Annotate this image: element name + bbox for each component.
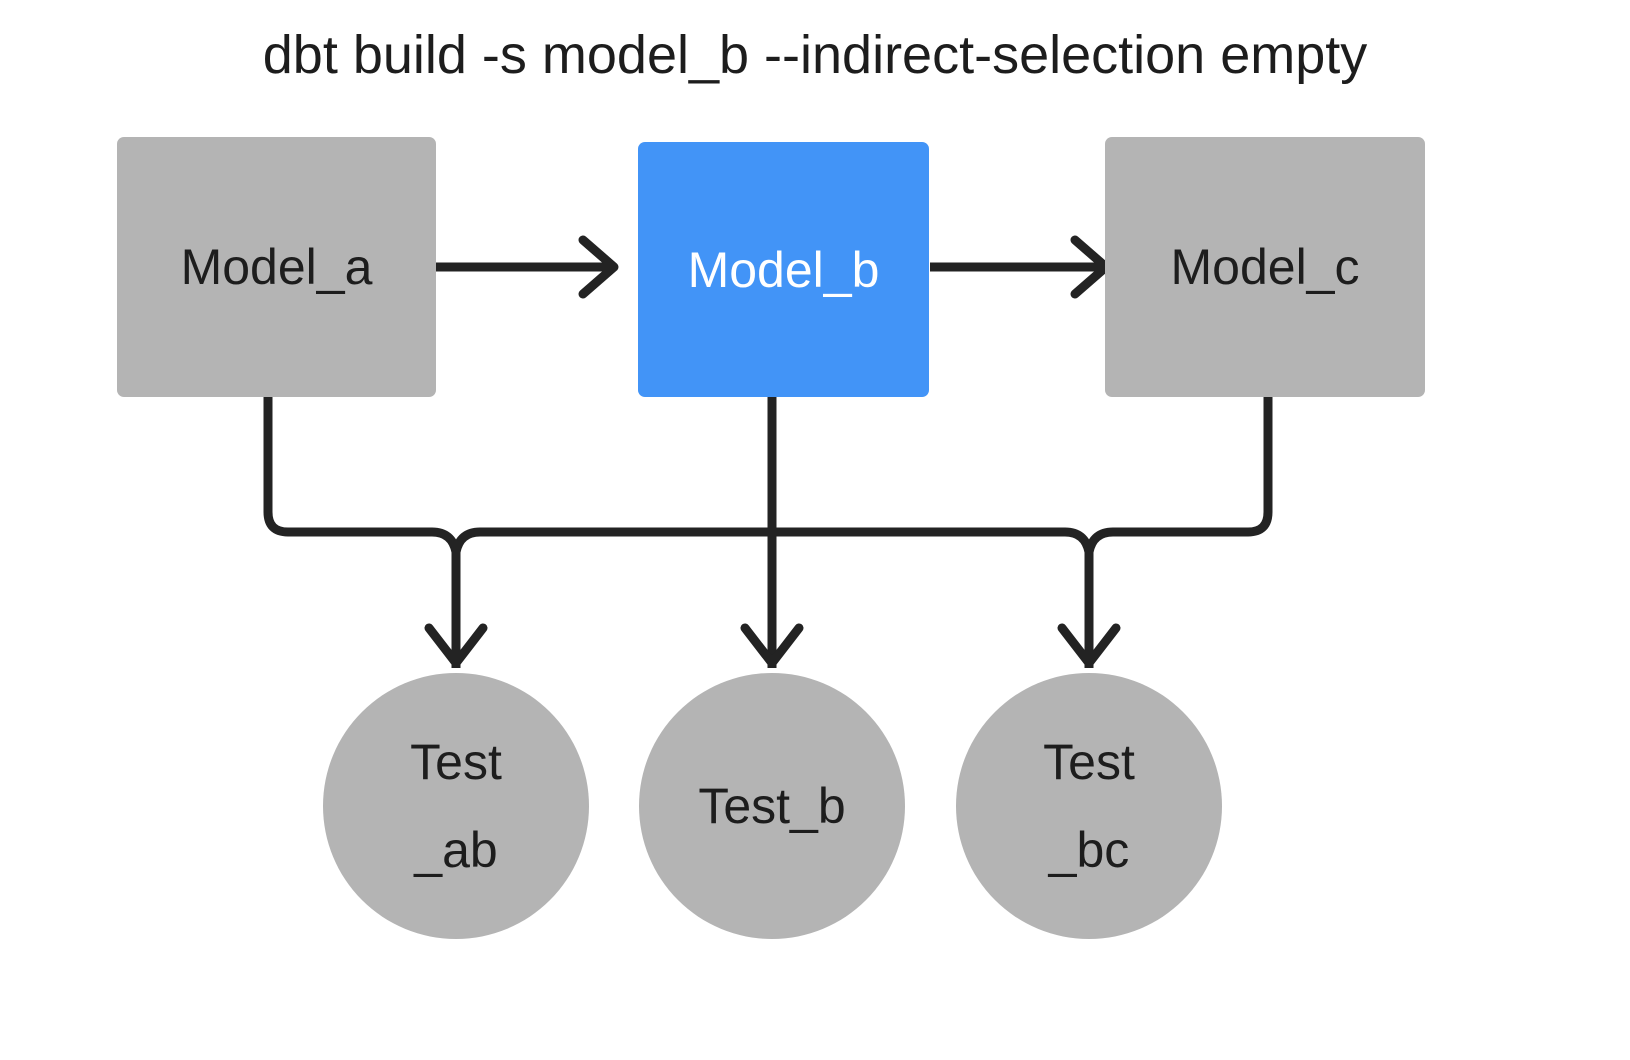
- edge-model-a-to-test-ab: [263, 392, 461, 557]
- node-test-ab[interactable]: Test _ab: [323, 673, 589, 939]
- node-model-c[interactable]: Model_c: [1105, 137, 1425, 397]
- node-model-a-label: Model_a: [180, 239, 373, 295]
- node-model-b[interactable]: Model_b: [638, 142, 929, 397]
- edge-model-c-to-test-bc: [1084, 392, 1273, 557]
- node-test-ab-label: Test _ab: [410, 737, 502, 875]
- edge-model-b-to-test-ab: [451, 527, 777, 557]
- arrow-into-test-bc: [1057, 540, 1121, 668]
- node-test-bc-label: Test _bc: [1043, 737, 1135, 875]
- edge-model-b-to-test-b: [740, 397, 804, 668]
- node-model-b-label: Model_b: [687, 241, 880, 298]
- node-model-a[interactable]: Model_a: [117, 137, 436, 397]
- node-test-b-label: Test_b: [698, 781, 845, 831]
- node-test-bc-label-line1: Test: [1043, 734, 1135, 790]
- node-model-c-label: Model_c: [1170, 239, 1360, 295]
- node-test-b[interactable]: Test_b: [639, 673, 905, 939]
- node-test-ab-label-line1: Test: [410, 734, 502, 790]
- edge-model-b-to-test-bc: [767, 527, 1094, 557]
- diagram-title: dbt build -s model_b --indirect-selectio…: [262, 25, 1368, 85]
- node-test-bc[interactable]: Test _bc: [956, 673, 1222, 939]
- edge-model-a-to-model-b: [436, 235, 619, 299]
- node-test-bc-label-line2: _bc: [1048, 822, 1130, 878]
- edge-model-b-to-model-c: [930, 235, 1111, 299]
- arrow-into-test-ab: [424, 540, 488, 668]
- node-test-b-label-line1: Test_b: [698, 778, 846, 834]
- node-test-ab-label-line2: _ab: [414, 822, 498, 878]
